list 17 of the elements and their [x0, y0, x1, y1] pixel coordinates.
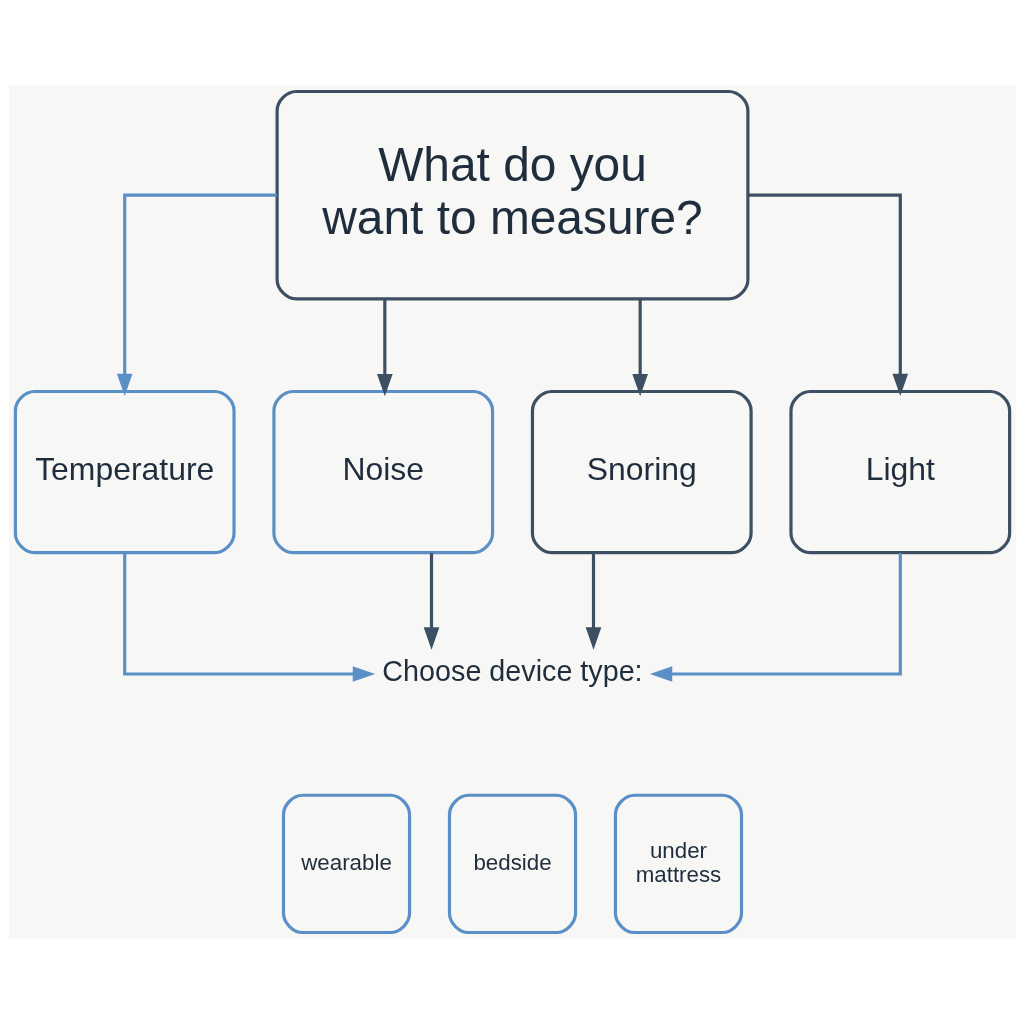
- node-text: Choose device type:: [381, 655, 643, 687]
- arrow: [423, 553, 439, 650]
- arrow: [376, 299, 393, 397]
- arrow: [631, 299, 648, 397]
- node-box: bedside: [447, 793, 577, 935]
- node-box: Snoring: [530, 389, 753, 555]
- node-box: Temperature: [13, 389, 236, 555]
- node-box: under mattress: [613, 793, 743, 935]
- arrow: [116, 193, 277, 397]
- arrow: [122, 553, 375, 682]
- node-box: Noise: [271, 389, 494, 555]
- node-box: Light: [788, 389, 1011, 555]
- node-box: wearable: [281, 793, 411, 935]
- arrow: [747, 193, 908, 397]
- arrow: [585, 553, 601, 650]
- node-box: What do you want to measure?: [275, 89, 749, 301]
- arrow: [649, 553, 902, 682]
